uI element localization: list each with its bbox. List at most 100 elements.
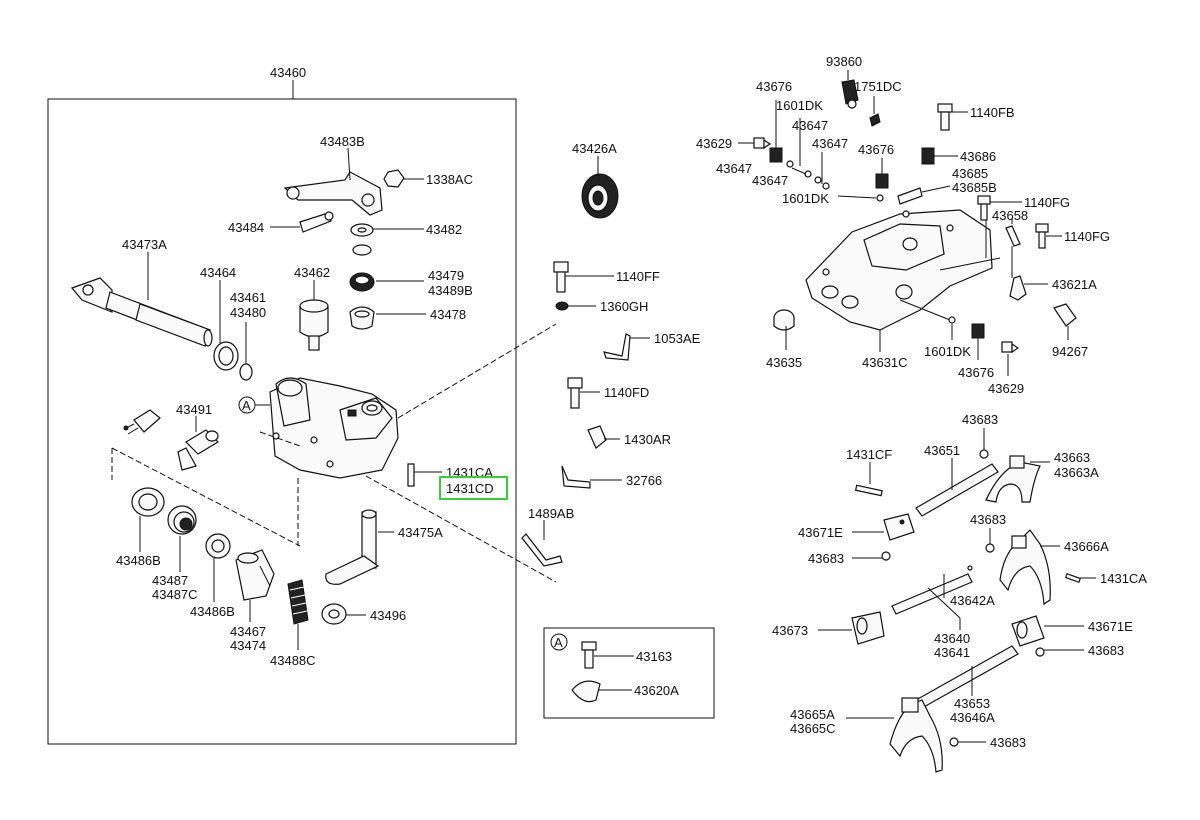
part-pin-1431CA[interactable] [407, 463, 415, 487]
part-plug-43629-2[interactable] [1001, 341, 1020, 354]
label-32766[interactable]: 32766 [626, 473, 662, 488]
part-rail-43651[interactable] [915, 463, 999, 517]
label-43647-4[interactable]: 43647 [752, 173, 788, 188]
label-1431CD[interactable]: 1431CD [446, 481, 494, 496]
part-lever-43483B[interactable] [283, 171, 383, 216]
part-bearing-43426A[interactable] [581, 173, 619, 219]
label-1140FG-2[interactable]: 1140FG [1064, 229, 1110, 244]
part-bracket-32766[interactable] [561, 465, 591, 489]
label-43685B[interactable]: 43685B [952, 180, 997, 195]
label-1431CF[interactable]: 1431CF [846, 447, 892, 462]
part-block-43671E-1[interactable] [883, 513, 915, 541]
label-43461[interactable]: 43461 [230, 290, 266, 305]
part-bolt-1140FG-1[interactable] [977, 195, 991, 221]
label-1140FG-1[interactable]: 1140FG [1024, 195, 1070, 210]
label-43631C[interactable]: 43631C [862, 355, 908, 370]
part-spring-43487[interactable] [167, 505, 197, 535]
part-nut-1338AC[interactable] [383, 169, 405, 188]
part-seal-43486B-2[interactable] [205, 533, 231, 559]
label-43486B-2[interactable]: 43486B [190, 604, 235, 619]
part-pin-43658[interactable] [1005, 225, 1021, 247]
label-43480[interactable]: 43480 [230, 305, 266, 320]
label-43460[interactable]: 43460 [270, 65, 306, 80]
part-block-43673[interactable] [851, 611, 885, 645]
label-43683-1[interactable]: 43683 [962, 412, 998, 427]
label-43426A[interactable]: 43426A [572, 141, 617, 156]
part-washer-1360GH[interactable] [555, 301, 569, 311]
part-rail-43640[interactable] [891, 573, 973, 615]
part-housing-main[interactable] [269, 377, 399, 479]
label-43641[interactable]: 43641 [934, 645, 970, 660]
label-43673[interactable]: 43673 [772, 623, 808, 638]
part-block-43671E-2[interactable] [1011, 615, 1045, 647]
part-bracket-43621A[interactable] [1009, 275, 1027, 301]
part-switch-93860[interactable] [841, 79, 859, 109]
label-43676-1[interactable]: 43676 [756, 79, 792, 94]
part-bracket-1489AB[interactable] [521, 533, 563, 567]
label-43676-3[interactable]: 43676 [958, 365, 994, 380]
label-1338AC[interactable]: 1338AC [426, 172, 473, 187]
label-43683-3[interactable]: 43683 [970, 512, 1006, 527]
label-43683-5[interactable]: 43683 [990, 735, 1026, 750]
label-43671E-2[interactable]: 43671E [1088, 619, 1133, 634]
label-43646A[interactable]: 43646A [950, 710, 995, 725]
label-43683-2[interactable]: 43683 [808, 551, 844, 566]
label-43647-3[interactable]: 43647 [716, 161, 752, 176]
label-43663A[interactable]: 43663A [1054, 465, 1099, 480]
part-spring-43676-3[interactable] [971, 323, 985, 339]
label-1053AE[interactable]: 1053AE [654, 331, 701, 346]
part-pin-43484[interactable] [299, 211, 334, 233]
part-bolt-1140FD[interactable] [567, 377, 583, 409]
part-cover-43631C[interactable] [805, 209, 993, 331]
part-plug-43629[interactable] [753, 137, 772, 150]
label-A-2[interactable]: A [554, 635, 563, 650]
label-43663[interactable]: 43663 [1054, 450, 1090, 465]
label-43629-2[interactable]: 43629 [988, 381, 1024, 396]
label-43671E-1[interactable]: 43671E [798, 525, 843, 540]
part-ring-43464[interactable] [213, 341, 239, 371]
label-43658[interactable]: 43658 [992, 208, 1028, 223]
label-43489B[interactable]: 43489B [428, 283, 473, 298]
label-A-1[interactable]: A [242, 398, 251, 413]
part-detent-43467[interactable] [235, 549, 275, 601]
label-43462[interactable]: 43462 [294, 265, 330, 280]
part-switch[interactable] [123, 409, 161, 435]
part-plug-43635[interactable] [773, 309, 795, 331]
label-43686[interactable]: 43686 [960, 149, 996, 164]
part-spring-43488C[interactable] [287, 579, 309, 625]
part-bushing-43479[interactable] [349, 272, 375, 292]
part-pin-1431CA-2[interactable] [1064, 572, 1082, 584]
label-43487C[interactable]: 43487C [152, 587, 198, 602]
label-1140FB[interactable]: 1140FB [970, 105, 1015, 120]
label-94267[interactable]: 94267 [1052, 344, 1088, 359]
part-piston-43462[interactable] [299, 299, 329, 351]
label-43647-1[interactable]: 43647 [792, 118, 828, 133]
label-43484[interactable]: 43484 [228, 220, 264, 235]
part-bolt-1140FG-2[interactable] [1035, 223, 1049, 249]
label-43642A[interactable]: 43642A [950, 593, 995, 608]
label-1751DC[interactable]: 1751DC [854, 79, 902, 94]
label-43647-2[interactable]: 43647 [812, 136, 848, 151]
part-pin-1431CF[interactable] [854, 484, 883, 497]
part-bolt-1140FF[interactable] [553, 261, 569, 293]
label-43685[interactable]: 43685 [952, 166, 988, 181]
label-43653[interactable]: 43653 [954, 696, 990, 711]
label-43488C[interactable]: 43488C [270, 653, 316, 668]
part-bracket-1053AE[interactable] [603, 333, 631, 361]
label-43464[interactable]: 43464 [200, 265, 236, 280]
label-1360GH[interactable]: 1360GH [600, 299, 648, 314]
label-43482[interactable]: 43482 [426, 222, 462, 237]
part-spring-43676-1[interactable] [769, 147, 783, 163]
part-bolt-1140FB[interactable] [937, 103, 953, 131]
label-43620A[interactable]: 43620A [634, 683, 679, 698]
label-43629-1[interactable]: 43629 [696, 136, 732, 151]
label-43651[interactable]: 43651 [924, 443, 960, 458]
label-43676-2[interactable]: 43676 [858, 142, 894, 157]
part-fork-43666A[interactable] [999, 529, 1051, 606]
label-43474[interactable]: 43474 [230, 638, 266, 653]
label-1601DK-1[interactable]: 1601DK [776, 98, 823, 113]
part-spring-43676-2[interactable] [875, 173, 889, 189]
label-43491[interactable]: 43491 [176, 402, 212, 417]
label-43683-4[interactable]: 43683 [1088, 643, 1124, 658]
label-43640[interactable]: 43640 [934, 631, 970, 646]
